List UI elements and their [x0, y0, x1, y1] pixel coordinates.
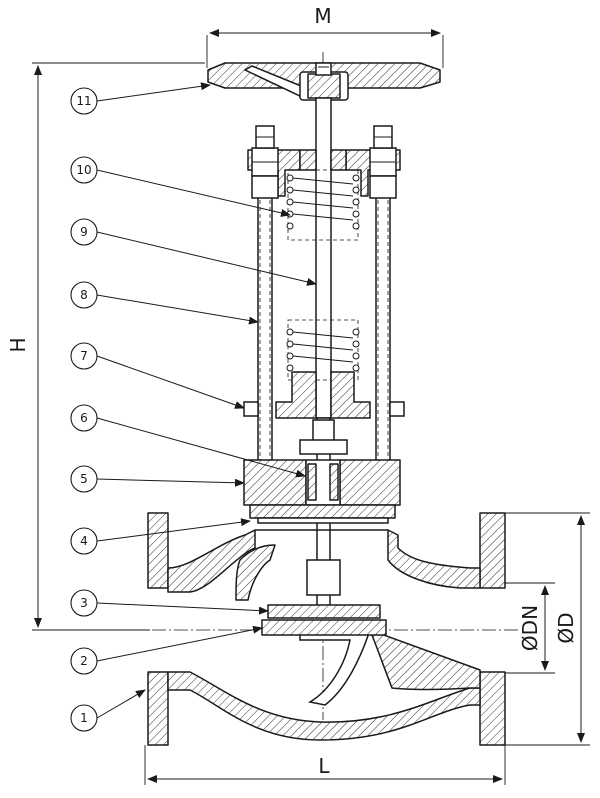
callout-9: 9 — [70, 218, 98, 246]
callout-8: 8 — [70, 281, 98, 309]
callout-3: 3 — [70, 589, 98, 617]
callout-10-label: 10 — [76, 163, 91, 177]
callout-6: 6 — [70, 404, 98, 432]
callout-4-label: 4 — [80, 534, 88, 548]
dimension-d: ØD — [505, 512, 590, 746]
dimension-d-label: ØD — [554, 612, 578, 643]
callout-10: 10 — [70, 156, 98, 184]
callout-2: 2 — [70, 647, 98, 675]
tie-rod-left — [251, 125, 279, 504]
dimension-m-label: M — [314, 4, 331, 28]
callout-1-label: 1 — [80, 711, 88, 725]
callout-8-label: 8 — [80, 288, 88, 302]
callout-1: 1 — [70, 704, 98, 732]
leader-lines — [96, 82, 317, 719]
valve-disc — [261, 559, 387, 636]
dimension-h: H — [6, 62, 205, 631]
bonnet-gland — [243, 459, 401, 506]
tie-rod-right — [369, 125, 397, 504]
spring-upper — [286, 169, 360, 241]
dimension-dn: ØDN — [480, 582, 555, 674]
callout-7: 7 — [70, 342, 98, 370]
callout-4: 4 — [70, 527, 98, 555]
callout-3-label: 3 — [80, 596, 88, 610]
callout-7-label: 7 — [80, 349, 88, 363]
dimension-h-label: H — [6, 337, 30, 352]
callout-9-label: 9 — [80, 225, 88, 239]
callout-5-label: 5 — [80, 472, 88, 486]
spring-seat-plate — [243, 371, 405, 419]
valve-stem — [315, 97, 332, 609]
callout-6-label: 6 — [80, 411, 88, 425]
bonnet-flange — [249, 504, 396, 524]
spring-lower — [286, 319, 360, 381]
callout-11-label: 11 — [76, 94, 91, 108]
stem-coupling — [299, 419, 348, 455]
dimension-l: L — [144, 745, 506, 785]
dimension-l-label: L — [318, 754, 330, 778]
callout-5: 5 — [70, 465, 98, 493]
callout-11: 11 — [70, 87, 98, 115]
valve-body — [147, 512, 506, 746]
callout-2-label: 2 — [80, 654, 88, 668]
handwheel — [207, 62, 441, 101]
dimension-m: M — [206, 4, 444, 68]
dimension-dn-label: ØDN — [518, 605, 542, 651]
